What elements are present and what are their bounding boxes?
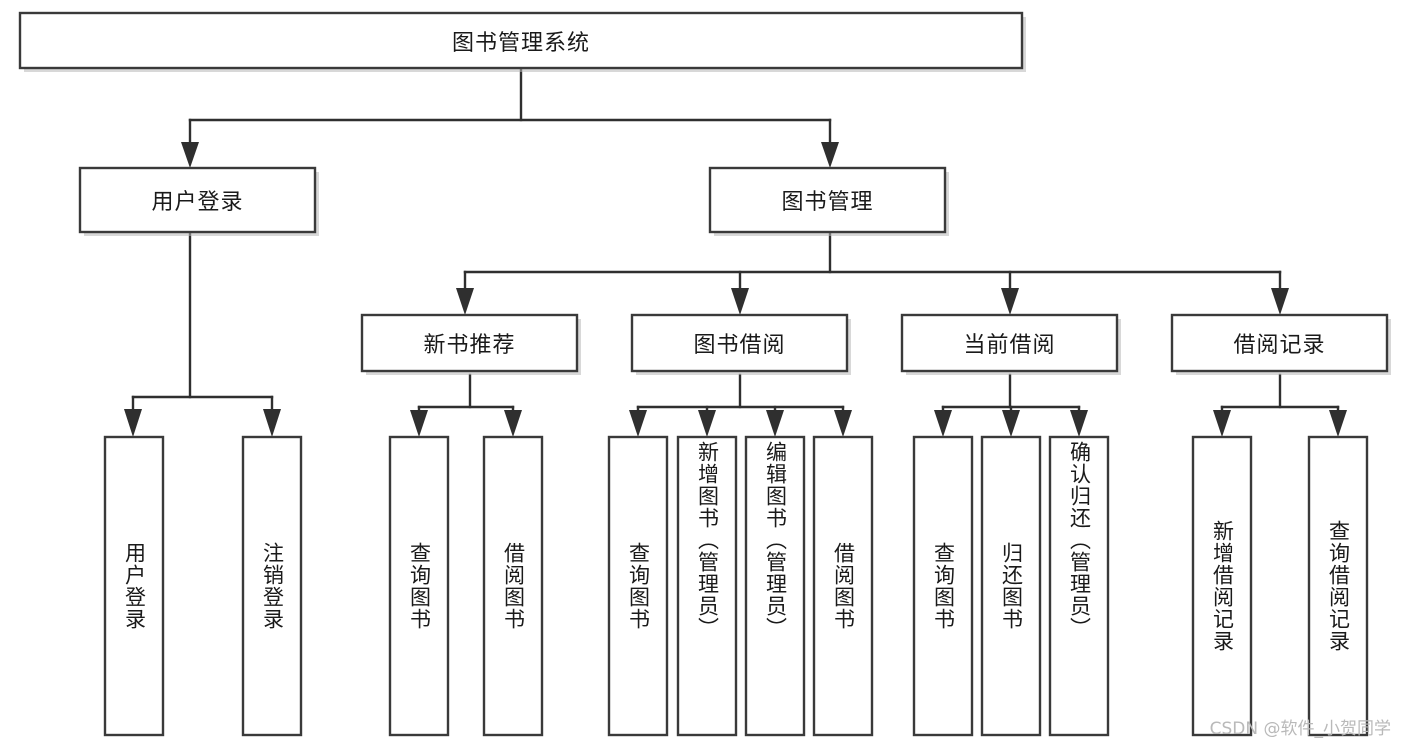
node-box-leaf-query-book-2[interactable] xyxy=(607,435,669,737)
connector-group-new-book-recommend xyxy=(410,373,522,437)
node-box-borrow-record[interactable] xyxy=(1170,313,1389,373)
node-box-root[interactable] xyxy=(18,11,1024,70)
arrow-to-leaf-query-borrow-record xyxy=(1329,410,1347,437)
arrow-to-leaf-query-book-2 xyxy=(629,410,647,437)
node-box-new-book-recommend[interactable] xyxy=(360,313,579,373)
arrow-to-leaf-logout-login xyxy=(263,409,281,437)
node-box-leaf-confirm-return-admin[interactable] xyxy=(1048,435,1110,737)
arrow-to-leaf-query-book-3 xyxy=(934,410,952,437)
arrow-to-user-login xyxy=(181,142,199,168)
node-box-leaf-return-book[interactable] xyxy=(980,435,1042,737)
node-box-leaf-add-book-admin[interactable] xyxy=(676,435,738,737)
arrow-to-book-manage xyxy=(821,142,839,168)
node-box-leaf-query-borrow-record[interactable] xyxy=(1307,435,1369,737)
arrow-to-current-borrow xyxy=(1001,288,1019,315)
arrow-to-book-borrow xyxy=(731,288,749,315)
node-box-leaf-query-book-1[interactable] xyxy=(388,435,450,737)
arrow-to-leaf-add-borrow-record xyxy=(1213,410,1231,437)
node-box-leaf-logout-login[interactable] xyxy=(241,435,303,737)
node-box-leaf-user-login[interactable] xyxy=(103,435,165,737)
connector-group-current-borrow xyxy=(934,373,1088,437)
arrow-to-leaf-borrow-book-1 xyxy=(504,410,522,437)
arrow-to-borrow-record xyxy=(1271,288,1289,315)
arrow-to-leaf-edit-book-admin xyxy=(766,410,784,437)
node-box-book-manage[interactable] xyxy=(708,166,947,234)
node-box-leaf-query-book-3[interactable] xyxy=(912,435,974,737)
node-box-user-login[interactable] xyxy=(78,166,317,234)
connector-group-borrow-record xyxy=(1213,373,1347,437)
node-box-leaf-borrow-book-1[interactable] xyxy=(482,435,544,737)
arrow-to-leaf-confirm-return-admin xyxy=(1070,410,1088,437)
node-box-leaf-add-borrow-record[interactable] xyxy=(1191,435,1253,737)
arrow-to-leaf-add-book-admin xyxy=(698,410,716,437)
node-box-leaf-borrow-book-2[interactable] xyxy=(812,435,874,737)
connector-group-root xyxy=(181,66,839,168)
arrow-to-leaf-borrow-book-2 xyxy=(834,410,852,437)
node-box-leaf-edit-book-admin[interactable] xyxy=(744,435,806,737)
connector-group-book-borrow xyxy=(629,373,852,437)
node-box-book-borrow[interactable] xyxy=(630,313,849,373)
connector-group-user-login xyxy=(124,230,281,437)
node-box-current-borrow[interactable] xyxy=(900,313,1119,373)
arrow-to-new-book-recommend xyxy=(456,288,474,315)
arrow-to-leaf-query-book-1 xyxy=(410,410,428,437)
connector-group-book-manage xyxy=(456,230,1289,315)
arrow-to-leaf-return-book xyxy=(1002,410,1020,437)
arrow-to-leaf-user-login xyxy=(124,409,142,437)
